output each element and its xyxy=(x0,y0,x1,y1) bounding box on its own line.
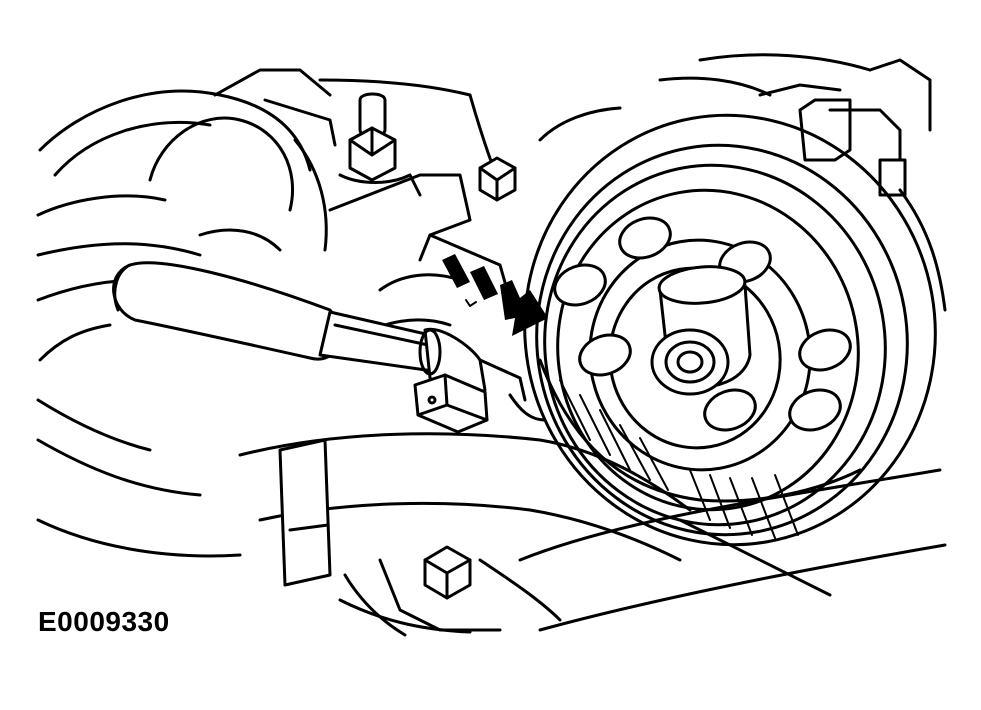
drive-belt xyxy=(518,468,947,632)
rotation-mark xyxy=(465,299,477,307)
tensioner-bracket xyxy=(328,173,512,342)
retaining-nut-center xyxy=(478,156,517,202)
direction-arrow-icon xyxy=(442,254,548,336)
engine-block-lower xyxy=(338,558,562,637)
mounting-bolt-lower xyxy=(378,545,502,632)
tensioner-pulley-icon xyxy=(523,113,937,547)
upper-right-components xyxy=(658,53,947,312)
coolant-hose xyxy=(238,432,692,587)
mounting-bolt-top xyxy=(338,92,422,197)
figure-code-label: E0009330 xyxy=(38,606,170,637)
wrench-tool-icon xyxy=(112,261,547,434)
